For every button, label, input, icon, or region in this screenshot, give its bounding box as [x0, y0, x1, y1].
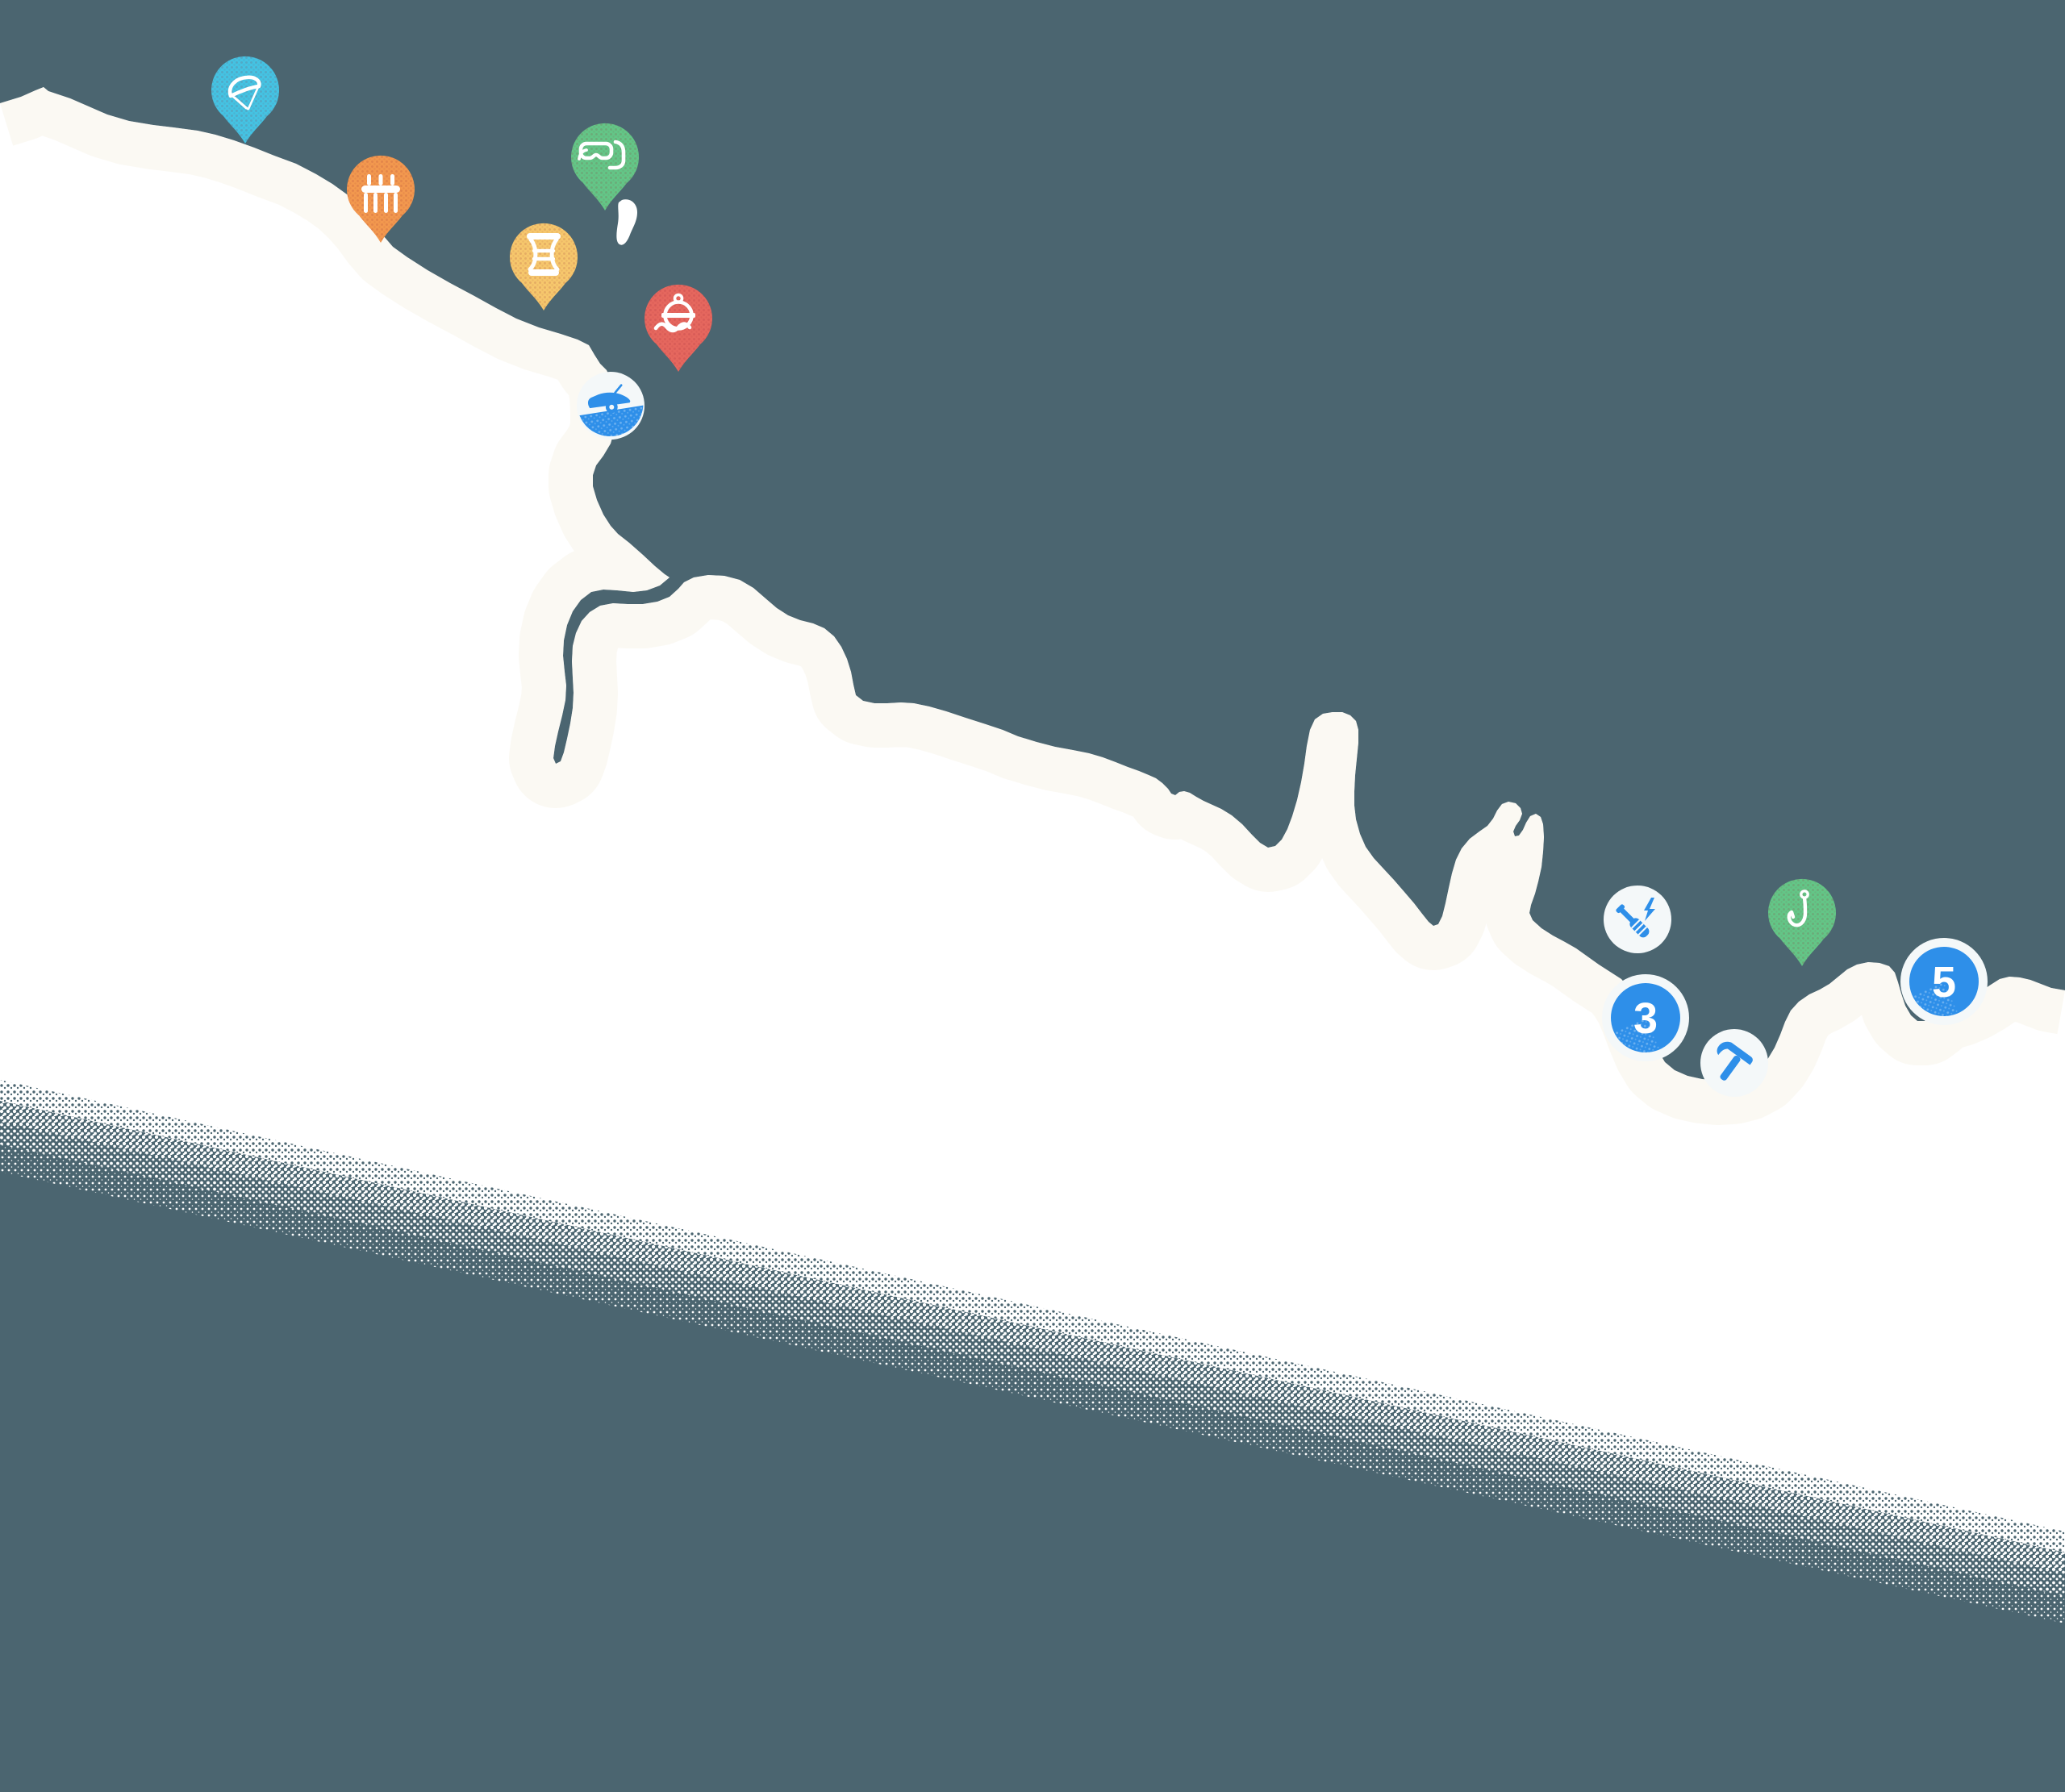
service-electrical-repair[interactable]: [1604, 886, 1671, 953]
cluster-5[interactable]: 5: [1900, 938, 1988, 1027]
service-boat-ramp[interactable]: [576, 372, 648, 441]
cluster-count: 3: [1633, 994, 1658, 1043]
land: [0, 87, 2065, 1552]
island: [616, 199, 637, 245]
cluster-count: 5: [1932, 958, 1956, 1006]
service-hammer-repair[interactable]: [1700, 1029, 1768, 1097]
cluster-3[interactable]: 3: [1602, 974, 1689, 1064]
dissolve-edge: [0, 1080, 2065, 1623]
